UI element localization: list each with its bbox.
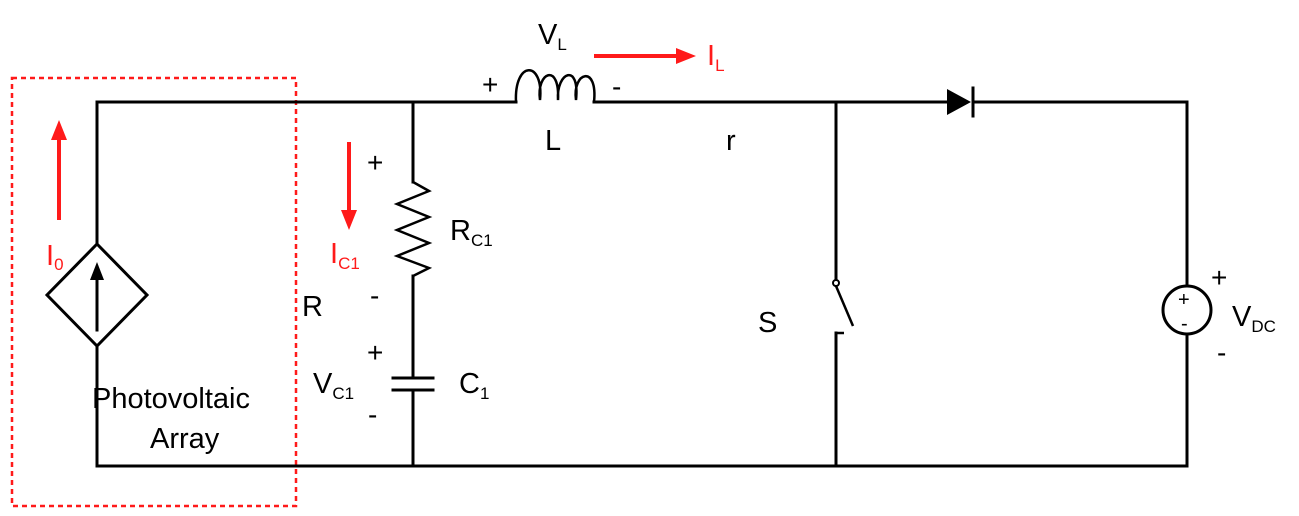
cap-minus-sign: - <box>368 399 377 430</box>
vl-label: VL <box>538 19 567 54</box>
il-current-arrow <box>594 48 696 64</box>
ic1-current-arrow <box>341 142 357 230</box>
rc1-label: RC1 <box>450 215 493 250</box>
pv-label-line1: Photovoltaic <box>92 383 250 415</box>
vdc-label: VDC <box>1232 301 1276 336</box>
i0-current-arrow <box>51 120 67 220</box>
cap-plus-sign: + <box>367 337 383 368</box>
vdc-source <box>1161 100 1213 468</box>
i0-label: I0 <box>46 240 64 274</box>
pv-label-line2: Array <box>150 423 220 455</box>
capacitor-branch <box>391 100 435 468</box>
resistor-minus-sign: - <box>370 280 379 311</box>
photovoltaic-array-boundary <box>10 76 298 508</box>
vdc-minus-sign: - <box>1217 337 1226 368</box>
source-arrow-head <box>90 262 104 280</box>
inductor-coil <box>514 69 596 103</box>
inductor-minus-sign: - <box>612 71 621 102</box>
vc1-label: VC1 <box>313 368 354 403</box>
inductor-plus-sign: + <box>482 69 498 100</box>
r-label: R <box>302 291 323 323</box>
switch-s-label: S <box>758 307 777 339</box>
c1-label: C1 <box>459 368 489 403</box>
switch-s <box>832 100 855 468</box>
ic1-label: IC1 <box>330 238 360 273</box>
vdc-plus-sign: + <box>1211 262 1227 293</box>
diode <box>947 86 975 118</box>
resistor-rc1-zigzag <box>393 180 433 278</box>
il-label: IL <box>707 40 725 75</box>
inductor-l-label: L <box>545 125 561 157</box>
resistor-plus-sign: + <box>367 147 383 178</box>
current-source <box>44 100 150 468</box>
series-resistance-r-label: r <box>726 125 736 157</box>
vdc-internal-minus: - <box>1181 313 1188 335</box>
vdc-internal-plus: + <box>1178 289 1190 311</box>
